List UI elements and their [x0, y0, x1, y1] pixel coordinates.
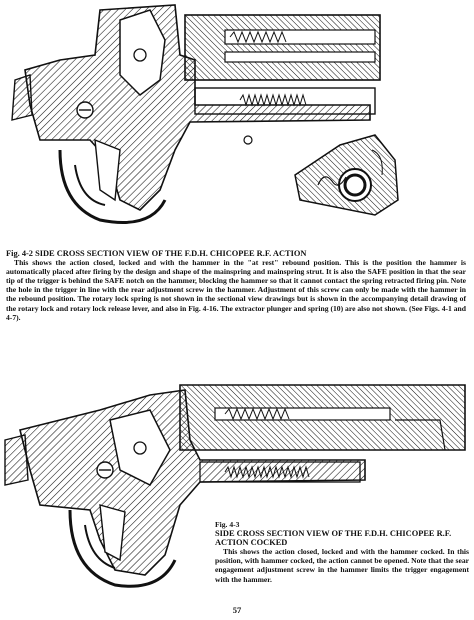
figure-4-3-caption: Fig. 4-3 SIDE CROSS SECTION VIEW OF THE …	[215, 520, 469, 584]
action-cross-section-at-rest	[11, 4, 399, 224]
rotary-lock-detail-drawing	[294, 134, 399, 216]
figure-4-2-drawing	[0, 0, 474, 240]
figure-4-2-caption: Fig. 4-2 SIDE CROSS SECTION VIEW OF THE …	[6, 249, 466, 322]
page-number: 57	[232, 605, 242, 615]
figure-4-2-title: Fig. 4-2 SIDE CROSS SECTION VIEW OF THE …	[6, 249, 307, 258]
figure-4-3-drawing	[0, 380, 474, 595]
figure-4-3-title: SIDE CROSS SECTION VIEW OF THE F.D.H. CH…	[215, 529, 452, 548]
figure-4-3-number: Fig. 4-3	[215, 520, 240, 529]
figure-4-2-body: This shows the action closed, locked and…	[6, 258, 466, 322]
action-cross-section-cocked	[4, 384, 466, 588]
figure-4-3-body: This shows the action closed, locked and…	[215, 547, 469, 584]
